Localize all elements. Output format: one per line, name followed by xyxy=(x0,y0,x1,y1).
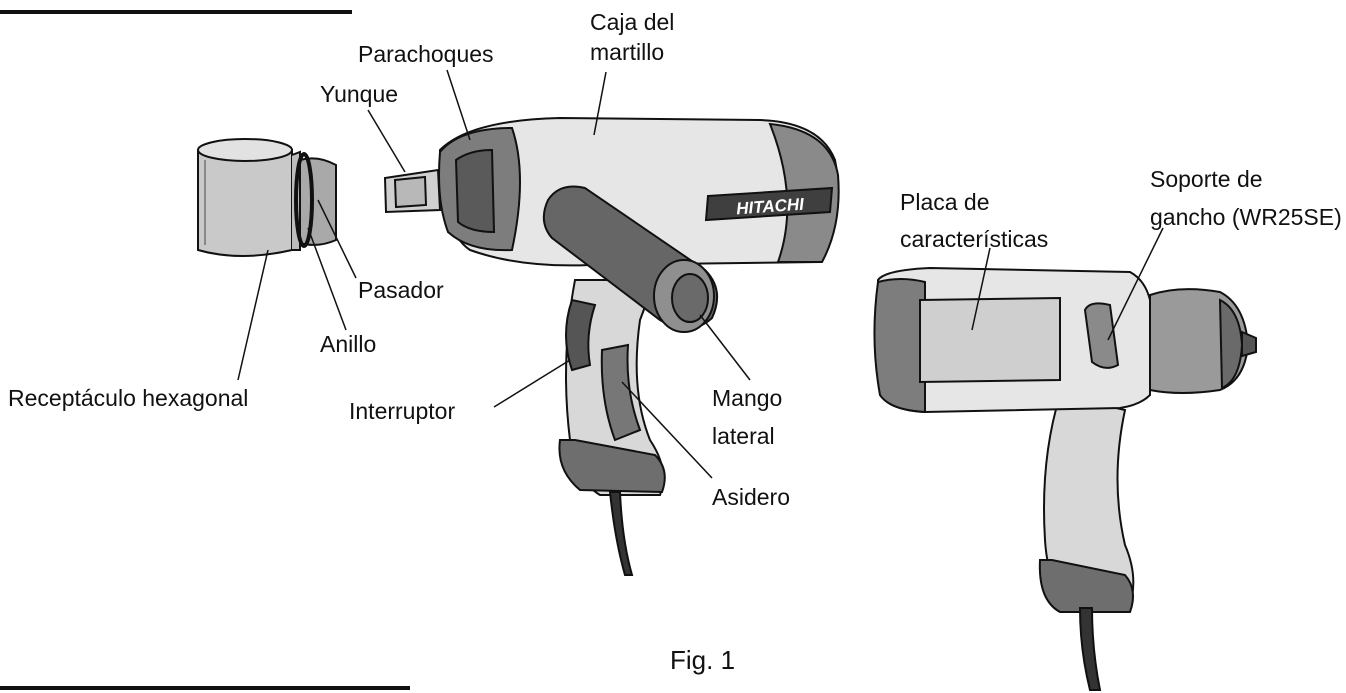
label-asidero: Asidero xyxy=(712,484,790,510)
label-yunque: Yunque xyxy=(320,81,399,107)
label-pasador: Pasador xyxy=(358,277,444,303)
bottom-rule xyxy=(0,686,410,690)
leader-interruptor xyxy=(493,359,571,408)
leader-pasador xyxy=(317,199,357,279)
brand-logo: HITACHI xyxy=(736,195,806,219)
label-anillo: Anillo xyxy=(320,331,377,357)
leader-yunque xyxy=(367,109,406,173)
label-mango-lateral-1: Mango xyxy=(712,385,783,411)
label-placa-2: características xyxy=(900,226,1049,252)
impact-wrench-front xyxy=(383,116,840,576)
leader-lines xyxy=(237,69,1164,479)
leader-soporte xyxy=(1107,227,1164,341)
hex-socket xyxy=(197,138,337,257)
leader-receptaculo xyxy=(237,249,269,381)
leader-caja xyxy=(593,71,607,136)
label-mango-lateral-2: lateral xyxy=(712,423,775,449)
leader-anillo xyxy=(307,227,347,331)
label-soporte-2: gancho (WR25SE) xyxy=(1150,204,1342,230)
top-rule xyxy=(0,10,352,14)
impact-wrench-back xyxy=(873,266,1257,691)
leader-placa xyxy=(971,247,991,331)
label-parachoques: Parachoques xyxy=(358,41,494,67)
label-caja-del-martillo-2: martillo xyxy=(590,39,665,65)
label-placa-1: Placa de xyxy=(900,189,990,215)
leader-asidero xyxy=(621,381,713,479)
leader-parachoques xyxy=(446,69,471,141)
label-caja-del-martillo-1: Caja del xyxy=(590,9,675,35)
leader-mango xyxy=(699,314,751,381)
label-soporte-1: Soporte de xyxy=(1150,166,1263,192)
figure-caption: Fig. 1 xyxy=(670,645,736,675)
label-interruptor: Interruptor xyxy=(349,398,456,424)
label-receptaculo-hexagonal: Receptáculo hexagonal xyxy=(8,385,249,411)
